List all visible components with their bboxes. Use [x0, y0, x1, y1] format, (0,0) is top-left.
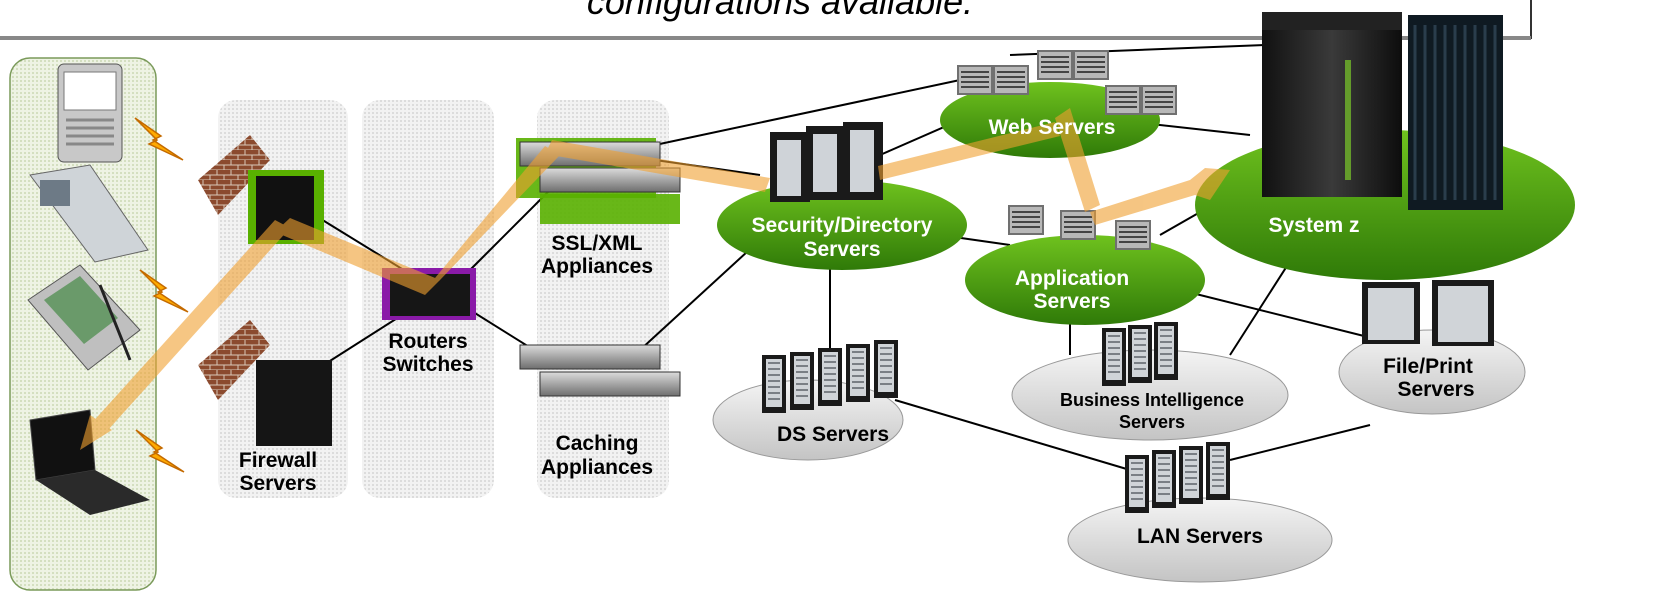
pda-icon — [27, 264, 141, 371]
routers-label-2: Switches — [382, 353, 473, 376]
request-flow-arrows — [80, 108, 1230, 450]
system-z-label: System z — [1268, 214, 1359, 237]
laptop-icon — [29, 409, 150, 515]
security-servers-icon — [770, 122, 883, 202]
caching-appliance-icon — [519, 344, 681, 397]
system-z-mainframe-icon — [1262, 12, 1503, 210]
application-servers-label-1: Application — [1015, 267, 1129, 290]
bi-servers-label-1: Business Intelligence — [1060, 390, 1244, 410]
web-servers-label: Web Servers — [989, 116, 1116, 139]
ssl-xml-label-2: Appliances — [541, 255, 653, 278]
application-servers-label-2: Servers — [1033, 290, 1110, 313]
security-servers-label-1: Security/Directory — [752, 214, 933, 237]
smartphone-icon — [57, 63, 123, 163]
caching-label-1: Caching — [556, 432, 639, 455]
routers-label-1: Routers — [388, 330, 467, 353]
application-servers-zone — [965, 235, 1205, 325]
ssl-xml-label-1: SSL/XML — [551, 232, 642, 255]
caption-text: configurations available. — [587, 0, 973, 22]
bi-servers-icon — [1101, 321, 1179, 387]
ds-servers-label: DS Servers — [777, 423, 889, 446]
fileprint-servers-icon — [1362, 280, 1494, 346]
bi-servers-label-2: Servers — [1119, 412, 1185, 432]
fileprint-servers-label-1: File/Print — [1383, 355, 1473, 378]
lan-servers-label: LAN Servers — [1137, 525, 1263, 548]
firewall-label-2: Servers — [239, 472, 316, 495]
security-servers-label-2: Servers — [803, 238, 880, 261]
caching-label-2: Appliances — [541, 456, 653, 479]
fileprint-servers-label-2: Servers — [1397, 378, 1474, 401]
flip-phone-icon — [29, 164, 149, 263]
security-servers-zone — [717, 180, 967, 270]
firewall-bottom-icon — [198, 320, 332, 446]
firewall-label-1: Firewall — [239, 449, 317, 472]
